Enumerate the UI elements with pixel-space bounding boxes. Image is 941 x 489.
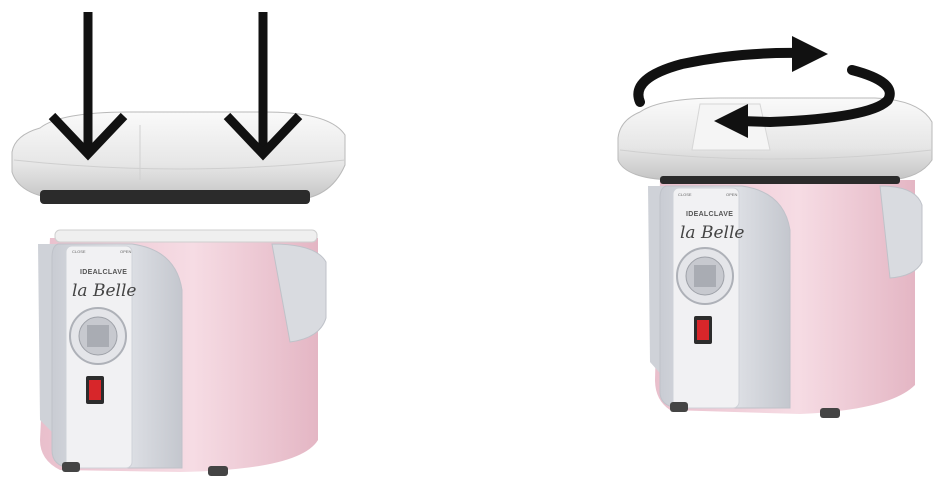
brand-line: IDEALCLAVE: [80, 269, 127, 276]
model-name: la Belle: [680, 223, 744, 243]
brand-line: IDEALCLAVE: [686, 211, 733, 218]
step-rotate-lid-panel: CLOSE OPEN IDEALCLAVE la Belle: [470, 0, 941, 489]
close-label: CLOSE: [678, 192, 692, 197]
cooker-body: CLOSE OPEN IDEALCLAVE la Belle: [648, 180, 922, 418]
rotate-lid-illustration: CLOSE OPEN IDEALCLAVE la Belle: [470, 0, 941, 489]
lid: [618, 98, 932, 184]
cooker-body: CLOSE OPEN IDEALCLAVE la Belle: [38, 230, 326, 476]
model-name: la Belle: [72, 281, 136, 301]
open-label: OPEN: [120, 249, 131, 254]
press-lid-illustration: CLOSE OPEN IDEALCLAVE la Belle: [0, 0, 470, 489]
close-label: CLOSE: [72, 249, 86, 254]
step-press-lid-panel: CLOSE OPEN IDEALCLAVE la Belle: [0, 0, 470, 489]
open-label: OPEN: [726, 192, 737, 197]
